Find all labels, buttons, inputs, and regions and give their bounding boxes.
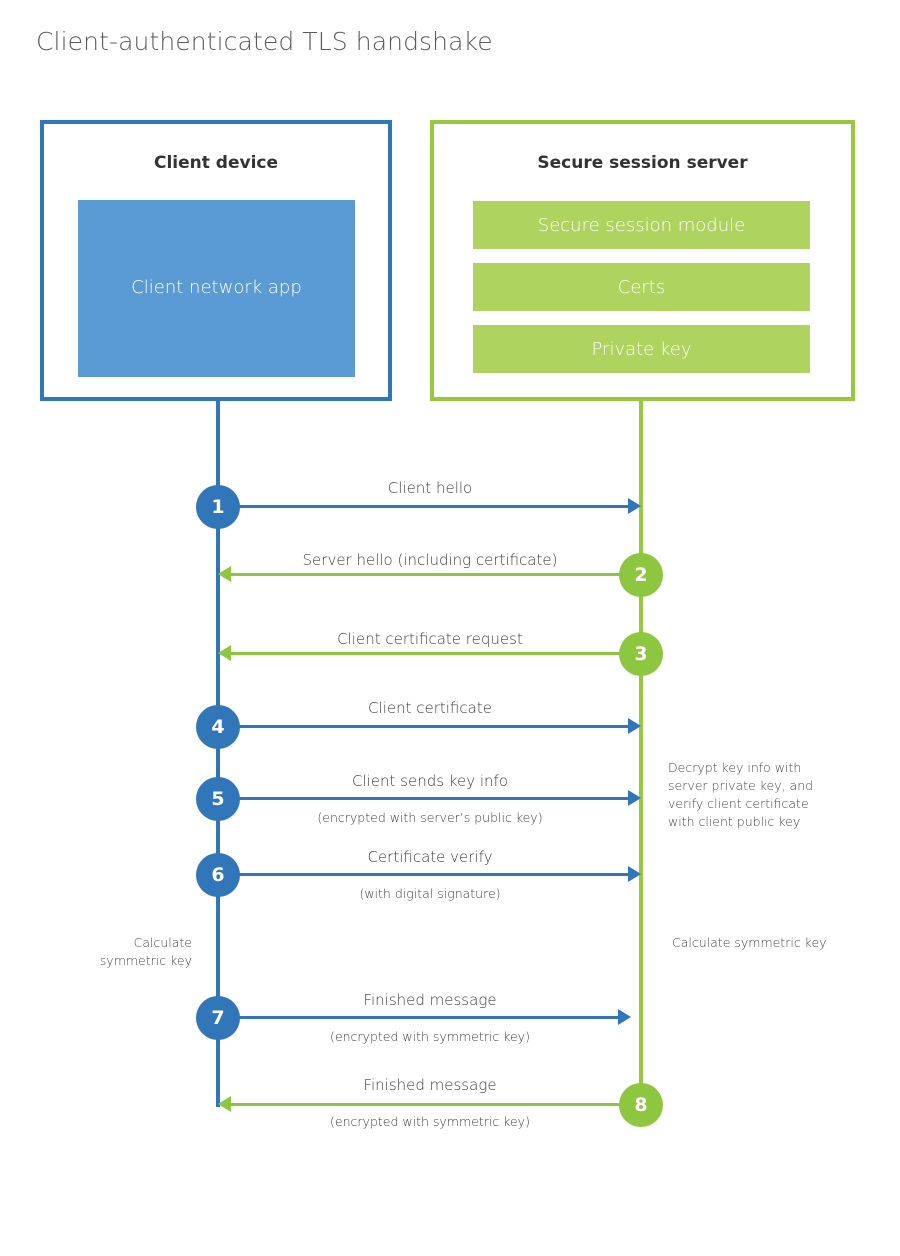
server-calculate-symmetric-key-note: Calculate symmetric key <box>672 935 827 950</box>
step-6-label: Certificate verify <box>367 848 493 866</box>
step-6-number-badge: 6 <box>196 853 240 897</box>
step-7-arrowhead-icon <box>618 1009 631 1025</box>
step-8-label: Finished message <box>363 1076 497 1094</box>
private-key-block: Private key <box>473 325 810 373</box>
step-8-arrowhead-icon <box>218 1096 231 1112</box>
step-5-number-badge: 5 <box>196 777 240 821</box>
client-network-app-block: Client network app <box>78 200 355 377</box>
step-4-arrowhead-icon <box>628 718 641 734</box>
step-7-sublabel: (encrypted with symmetric key) <box>330 1029 530 1044</box>
secure-session-module-block: Secure session module <box>473 201 810 249</box>
secure-session-server-title: Secure session server <box>537 153 748 173</box>
step-2-number-badge: 2 <box>619 553 663 597</box>
certs-block: Certs <box>473 263 810 311</box>
step-7-label: Finished message <box>363 991 497 1009</box>
step-1-arrow-line <box>218 505 628 508</box>
step-7-number-badge: 7 <box>196 996 240 1040</box>
step-6-arrow-line <box>218 873 628 876</box>
step-6-sublabel: (with digital signature) <box>359 886 501 901</box>
step-2-arrow-line <box>231 573 641 576</box>
step-3-arrow-line <box>231 652 641 655</box>
step-8-number-badge: 8 <box>619 1083 663 1127</box>
step-5-label: Client sends key info <box>351 772 508 790</box>
step-5-sublabel: (encrypted with server’s public key) <box>317 810 543 825</box>
step-7-arrow-line <box>218 1016 618 1019</box>
step-5-arrow-line <box>218 797 628 800</box>
step-1-label: Client hello <box>387 479 473 497</box>
step-3-label: Client certificate request <box>337 630 523 648</box>
step-2-arrowhead-icon <box>218 566 231 582</box>
step-8-sublabel: (encrypted with symmetric key) <box>330 1114 530 1129</box>
step-8-arrow-line <box>231 1103 641 1106</box>
step-4-number-badge: 4 <box>196 705 240 749</box>
client-calculate-symmetric-key-note: Calculate symmetric key <box>99 935 192 969</box>
step-3-arrowhead-icon <box>218 645 231 661</box>
server-lifeline <box>639 401 643 1107</box>
client-lifeline <box>216 401 220 1107</box>
step-3-number-badge: 3 <box>619 632 663 676</box>
server-decrypt-note: Decrypt key info with server private key… <box>668 760 814 830</box>
step-6-arrowhead-icon <box>628 866 641 882</box>
step-1-arrowhead-icon <box>628 498 641 514</box>
step-5-arrowhead-icon <box>628 790 641 806</box>
client-device-title: Client device <box>153 153 279 173</box>
step-4-arrow-line <box>218 725 628 728</box>
step-2-label: Server hello (including certificate) <box>302 551 558 569</box>
step-4-label: Client certificate <box>368 699 492 717</box>
step-1-number-badge: 1 <box>196 485 240 529</box>
page-title: Client-authenticated TLS handshake <box>36 27 493 56</box>
